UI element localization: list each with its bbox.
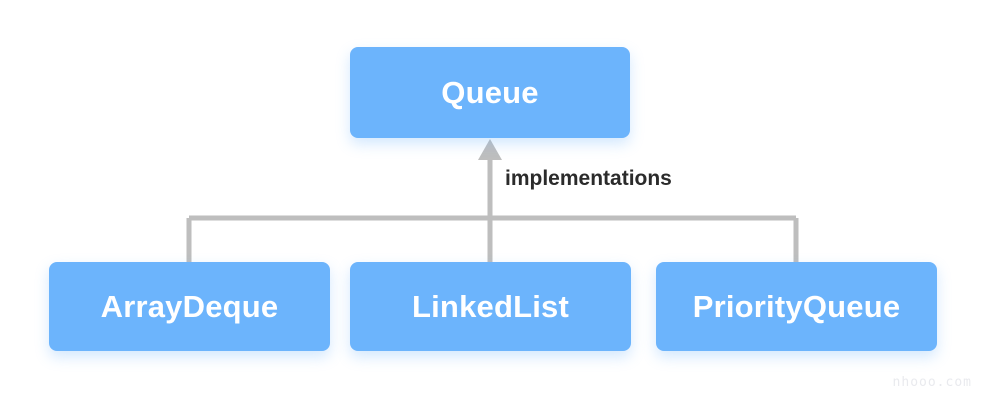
watermark: nhooo.com — [892, 375, 972, 390]
node-arraydeque[interactable]: ArrayDeque — [49, 262, 330, 351]
node-arraydeque-label: ArrayDeque — [100, 289, 279, 324]
node-priorityqueue-label: PriorityQueue — [692, 289, 901, 324]
node-queue[interactable]: Queue — [350, 47, 630, 138]
inheritance-arrowhead — [478, 139, 502, 160]
node-queue-label: Queue — [441, 75, 539, 110]
edge-label-implementations: implementations — [505, 167, 672, 190]
node-linkedlist[interactable]: LinkedList — [350, 262, 631, 351]
node-linkedlist-label: LinkedList — [411, 289, 569, 324]
node-priorityqueue[interactable]: PriorityQueue — [656, 262, 937, 351]
